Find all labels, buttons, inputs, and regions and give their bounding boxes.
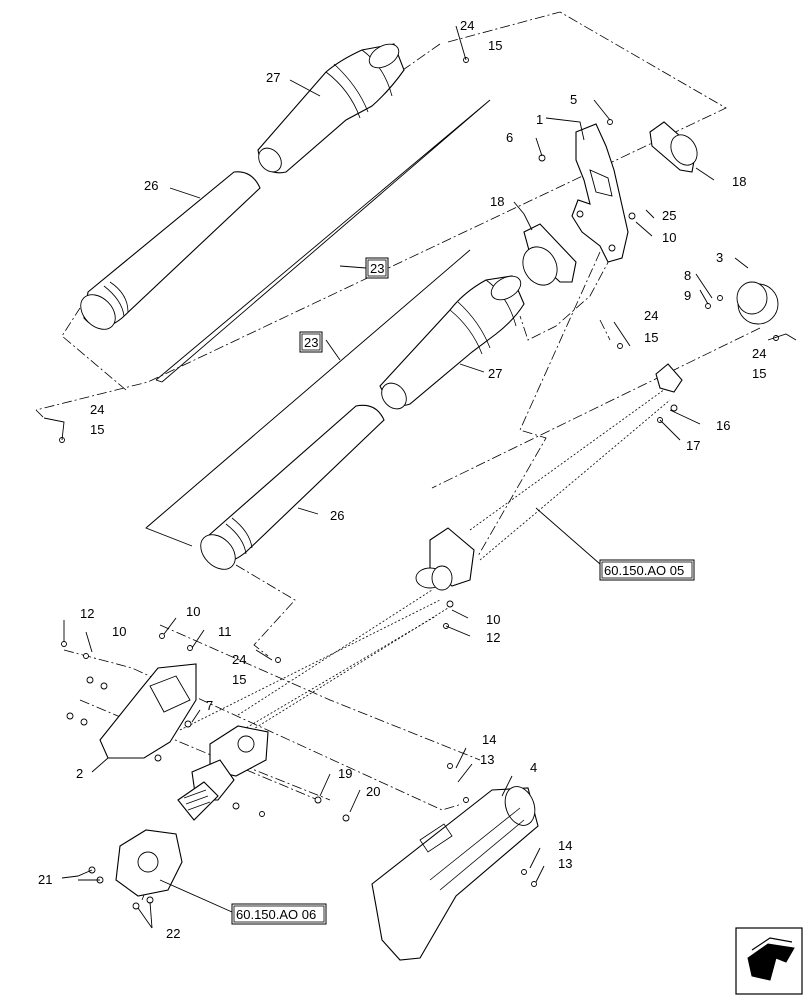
reference-box-23-upper: 23 [365,257,389,279]
callout-10: 10 [486,612,500,627]
callout-18: 18 [732,174,746,189]
callout-12: 12 [486,630,500,645]
fasteners [59,57,779,910]
spring-coupler [177,781,219,821]
callout-10: 10 [186,604,200,619]
callout-18: 18 [490,194,504,209]
callout-24: 24 [644,308,658,323]
callout-27: 27 [488,366,502,381]
callout-27: 27 [266,70,280,85]
callout-1: 1 [536,112,543,127]
leader-lines [43,25,797,929]
reference-box-ao05[interactable]: 60.150.AO 05 [599,559,695,581]
clamp-18-lower [522,223,577,286]
callout-9: 9 [684,288,691,303]
callout-14: 14 [482,732,496,747]
reference-box-ao06[interactable]: 60.150.AO 06 [231,903,327,925]
callout-15: 15 [488,38,502,53]
ref-label-ao06: 60.150.AO 06 [236,907,316,922]
driveline-shaft [415,363,683,591]
callout-26: 26 [144,178,158,193]
callout-5: 5 [570,92,577,107]
callout-15: 15 [90,422,104,437]
callout-24: 24 [752,346,766,361]
callout-24: 24 [232,652,246,667]
gearbox-ao06 [115,829,183,897]
shield-4 [371,786,539,961]
callout-15: 15 [644,330,658,345]
callout-6: 6 [506,130,513,145]
tube-26-lower [200,404,385,570]
callout-7: 7 [206,698,213,713]
assembly-lines [35,11,761,901]
callout-24: 24 [90,402,104,417]
callout-24: 24 [460,18,474,33]
ref-label-ao05: 60.150.AO 05 [604,563,684,578]
callout-12: 12 [80,606,94,621]
clamp-3 [736,281,779,325]
arrow-icon[interactable] [735,927,803,995]
callout-4: 4 [530,760,537,775]
callouts: 24 15 27 26 5 1 6 18 18 25 10 3 8 9 24 1… [38,18,766,941]
callout-22: 22 [166,926,180,941]
bracket-1 [571,123,629,263]
callout-21: 21 [38,872,52,887]
callout-14: 14 [558,838,572,853]
callout-3: 3 [716,250,723,265]
callout-26: 26 [330,508,344,523]
callout-17: 17 [686,438,700,453]
reference-panel-lower [145,249,471,547]
tube-27-upper [257,43,405,174]
callout-19: 19 [338,766,352,781]
ref-label-23: 23 [370,261,384,276]
ref-label-23: 23 [304,335,318,350]
callout-16: 16 [716,418,730,433]
mount-plate-2 [99,663,197,759]
clamp-18-upper [649,121,698,173]
callout-13: 13 [480,752,494,767]
callout-20: 20 [366,784,380,799]
reference-panel-upper [155,99,491,383]
callout-15: 15 [232,672,246,687]
reference-box-23-lower: 23 [299,331,323,353]
callout-15: 15 [752,366,766,381]
tube-27-lower [379,275,525,410]
callout-25: 25 [662,208,676,223]
callout-10: 10 [112,624,126,639]
callout-8: 8 [684,268,691,283]
callout-10: 10 [662,230,676,245]
callout-2: 2 [76,766,83,781]
callout-13: 13 [558,856,572,871]
tube-26-upper [80,171,261,330]
callout-11: 11 [218,624,232,639]
